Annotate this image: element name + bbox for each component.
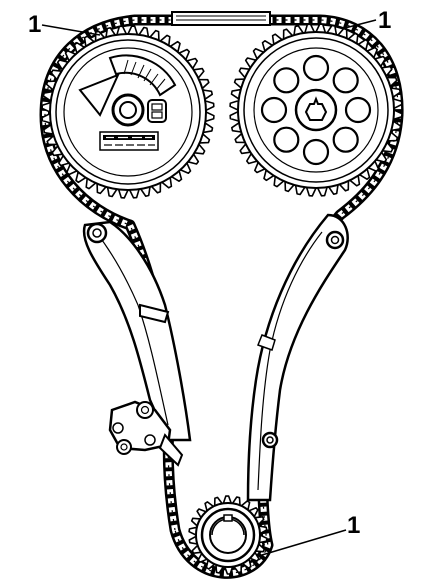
sprocket-hole <box>332 67 359 94</box>
sprocket-lightening-holes <box>260 54 372 166</box>
sprocket-hole <box>344 96 372 124</box>
hydraulic-chain-tensioner <box>108 400 184 467</box>
left-tensioner-rail <box>82 220 192 442</box>
callout-right-cam: 1 <box>378 7 391 34</box>
sprocket-hole <box>260 96 288 124</box>
crankshaft-sprocket <box>188 495 268 575</box>
sprocket-hole <box>273 126 300 153</box>
leader-left-cam <box>41 24 101 36</box>
callout-left-cam: 1 <box>28 11 41 38</box>
leader-right-cam <box>344 19 377 29</box>
callout-leaders <box>41 19 377 556</box>
sprocket-hole <box>302 54 330 82</box>
sprocket-hole <box>273 67 300 94</box>
right-camshaft-sprocket <box>229 23 403 197</box>
right-chain-guide-rail <box>246 213 349 502</box>
callout-crank: 1 <box>347 512 360 539</box>
leader-crank <box>261 529 347 556</box>
sprocket-hole <box>332 126 359 153</box>
sprocket-hole <box>302 138 330 166</box>
upper-chain-guide <box>171 11 271 26</box>
left-camshaft-sprocket <box>41 25 215 199</box>
